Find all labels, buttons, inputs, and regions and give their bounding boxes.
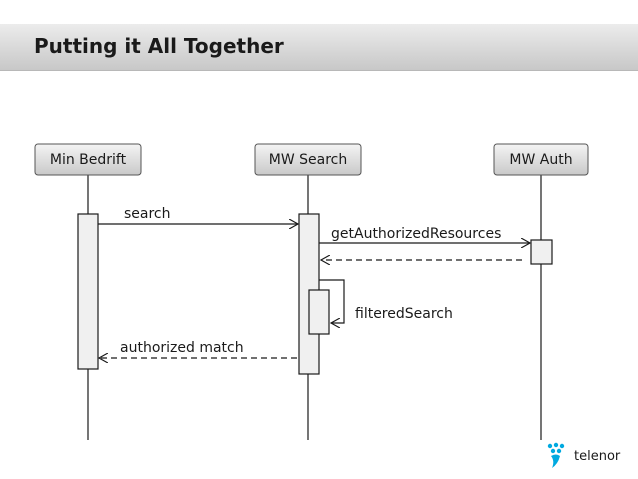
message-filtered-label: filteredSearch bbox=[355, 306, 453, 322]
activation-mw-search-nested bbox=[308, 289, 330, 335]
message-search-label: search bbox=[124, 206, 171, 222]
activation-min-bedrift bbox=[77, 213, 99, 370]
slide-title: Putting it All Together bbox=[34, 34, 284, 58]
actor-label-min-bedrift: Min Bedrift bbox=[50, 152, 127, 168]
message-authmatch-label: authorized match bbox=[120, 340, 244, 356]
actor-label-mw-search: MW Search bbox=[269, 152, 347, 168]
message-getauth-label: getAuthorizedResources bbox=[331, 226, 501, 242]
telenor-logo: telenor bbox=[547, 442, 621, 468]
actor-min-bedrift: Min Bedrift bbox=[34, 143, 142, 176]
actor-mw-auth: MW Auth bbox=[493, 143, 589, 176]
actor-label-mw-auth: MW Auth bbox=[509, 152, 572, 168]
telenor-logo-text: telenor bbox=[574, 449, 621, 464]
activation-mw-auth bbox=[530, 239, 553, 265]
title-bar: Putting it All Together bbox=[0, 24, 638, 71]
telenor-logo-mark bbox=[547, 442, 565, 468]
actor-mw-search: MW Search bbox=[254, 143, 362, 176]
message-filtered-arrow bbox=[319, 279, 345, 323]
